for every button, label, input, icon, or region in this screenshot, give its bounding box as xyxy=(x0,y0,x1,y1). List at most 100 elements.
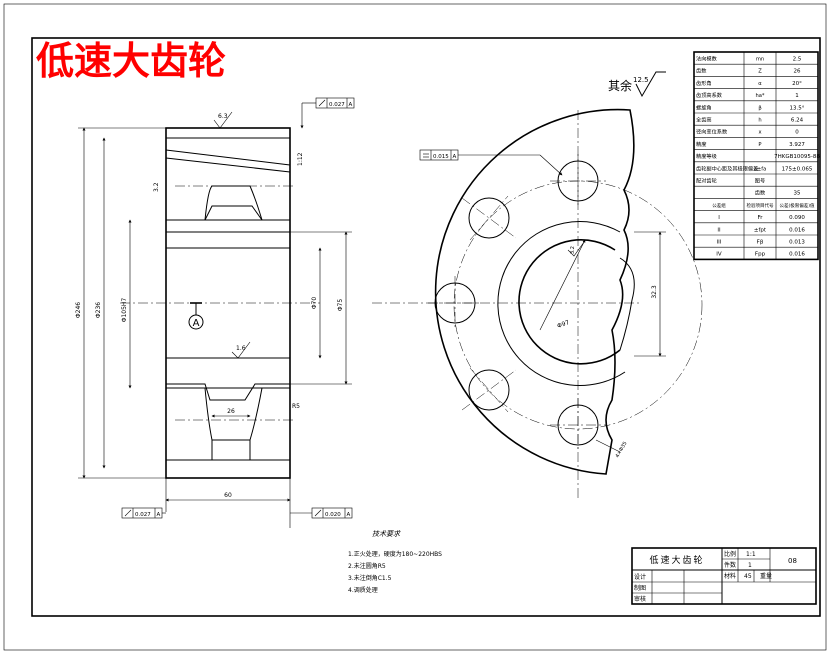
params-cell: 6.24 xyxy=(791,118,804,124)
params-cell: mn xyxy=(756,57,764,63)
params-cell: 7HKGB10095-88 xyxy=(774,154,820,160)
params-table-border xyxy=(693,51,819,261)
roughness-symbol-keyway xyxy=(567,241,585,257)
roughness-note-symbol xyxy=(635,71,666,98)
web-curve-top xyxy=(204,185,263,221)
inspection-header-cell: 公差组 xyxy=(712,202,726,209)
params-cell: 齿数 xyxy=(755,189,766,197)
tech-item-3: 3.未注倒角C1.5 xyxy=(348,574,392,582)
params-cell: β xyxy=(758,105,761,111)
tol-bl-datum: A xyxy=(157,512,161,518)
params-cell: 全齿高 xyxy=(696,116,712,124)
hole-4 xyxy=(468,369,510,411)
inspection-cell: IV xyxy=(716,252,722,258)
hatch-hub-bottom xyxy=(165,357,291,401)
inspection-header-cell: 检验项目代号 xyxy=(747,202,774,209)
params-cell: P xyxy=(758,142,761,148)
tb-checker-label: 审核 xyxy=(634,595,646,603)
slope-label: 1:12 xyxy=(297,152,304,166)
roughness-symbol-top xyxy=(213,111,233,129)
params-cell: 13.5° xyxy=(790,105,805,111)
params-cell: 1 xyxy=(795,93,799,99)
technical-requirements: 技术要求 1.正火处理，硬度为180~220HBS 2.未注圆角R5 3.未注倒… xyxy=(348,530,442,594)
datum-a-letter: A xyxy=(193,318,200,329)
inspection-cell: Fβ xyxy=(757,240,764,246)
dim-phi70: Φ70 xyxy=(311,297,318,310)
fillet-r5: R5 xyxy=(292,403,300,410)
tb-material-value: 45 xyxy=(744,573,752,580)
left-section-view: Φ246 Φ236 Φ105H7 Φ70 Φ75 60 26 1:12 6.3 … xyxy=(75,97,355,528)
tb-part-name: 低速大齿轮 xyxy=(649,554,704,566)
hatch-rim-bottom xyxy=(165,459,291,479)
params-cell: 齿顶高系数 xyxy=(696,91,723,99)
bore-circle xyxy=(518,239,621,365)
params-cell: 35 xyxy=(794,191,801,197)
inspection-cell: 0.016 xyxy=(789,252,805,258)
params-cell: 齿数 xyxy=(696,67,707,75)
tol-bl-value: 0.027 xyxy=(135,512,151,518)
dim-holes: 4×Φ35 xyxy=(615,441,629,459)
keyway xyxy=(619,257,635,351)
holes-leader xyxy=(595,439,621,453)
params-cell: 26 xyxy=(794,69,801,75)
tol-br-value: 0.020 xyxy=(325,512,341,518)
hatch-web-top xyxy=(165,205,291,233)
inspection-cell: 0.016 xyxy=(789,227,805,233)
params-cell: 齿形角 xyxy=(696,79,712,87)
params-cell: 齿轮副中心距及其极限偏差 xyxy=(696,164,758,172)
roughness-note-value: 12.5 xyxy=(633,76,649,84)
inspection-cell: Fr xyxy=(757,215,763,221)
web-curve-bottom xyxy=(204,387,263,441)
params-cell: 2.5 xyxy=(793,57,802,63)
params-cell: h xyxy=(758,118,761,124)
dim-phi75: Φ75 xyxy=(337,299,344,312)
inspection-cell: ±fpt xyxy=(754,227,767,233)
tb-material-label: 材料 xyxy=(724,572,736,580)
bore-leader xyxy=(539,239,586,331)
taper-line-2 xyxy=(165,157,291,173)
params-cell: 配对齿轮 xyxy=(696,177,717,185)
params-cell: x xyxy=(758,130,761,136)
tech-item-4: 4.调质处理 xyxy=(348,586,378,594)
tolerance-frame-top: 0.027 A xyxy=(300,97,355,129)
tb-designer-label: 设计 xyxy=(634,573,646,581)
tolerance-frame-right: 0.015 A xyxy=(419,149,563,176)
params-cell: α xyxy=(758,81,762,87)
tol-top-datum: A xyxy=(349,102,353,108)
roughness-3-2: 3.2 xyxy=(153,182,160,192)
hatch-rim-top xyxy=(165,127,291,139)
roughness-keyway: 3.2 xyxy=(570,246,576,254)
tech-item-2: 2.未注圆角R5 xyxy=(348,562,386,570)
tech-item-1: 1.正火处理，硬度为180~220HBS xyxy=(348,550,442,558)
title-block: 低速大齿轮 比例 1:1 件数 1 08 材料 45 重量 设计 制图 审核 xyxy=(631,547,817,605)
tb-weight-label: 重量 xyxy=(760,572,772,580)
hub-circle-outer xyxy=(497,221,626,386)
tb-qty-label: 件数 xyxy=(724,561,736,569)
params-cell: Z xyxy=(758,69,762,75)
hole-2 xyxy=(468,197,510,239)
inspection-cell: II xyxy=(717,227,721,233)
gear-outer-contour xyxy=(434,108,635,475)
params-cell: a±fa xyxy=(754,166,767,172)
roughness-6-3: 6.3 xyxy=(218,113,228,120)
dim-phi246: Φ246 xyxy=(75,302,82,318)
tb-scale-value: 1:1 xyxy=(746,551,756,558)
tol-br-datum: A xyxy=(347,512,351,518)
tol-top-value: 0.027 xyxy=(329,102,345,108)
taper-line-1 xyxy=(165,149,291,166)
params-cell: 螺旋角 xyxy=(696,103,712,111)
tb-qty-value: 1 xyxy=(748,562,752,569)
dim-60: 60 xyxy=(224,492,232,499)
inspection-cell: 0.013 xyxy=(789,240,805,246)
dim-32-3: 32.3 xyxy=(651,285,658,299)
roughness-note-label: 其余 xyxy=(608,78,632,93)
dim-phi97: Φ97 xyxy=(556,319,570,330)
tolerance-frame-bottom-right: 0.020 A xyxy=(290,507,353,519)
dim-26: 26 xyxy=(227,408,235,415)
outer-frame xyxy=(3,3,827,651)
params-cell: 175±0.065 xyxy=(782,166,813,172)
right-front-view: 32.3 Φ97 4×Φ35 3.2 0.015 A 其余 12.5 xyxy=(372,71,703,500)
inspection-cell: Fpp xyxy=(755,252,766,258)
